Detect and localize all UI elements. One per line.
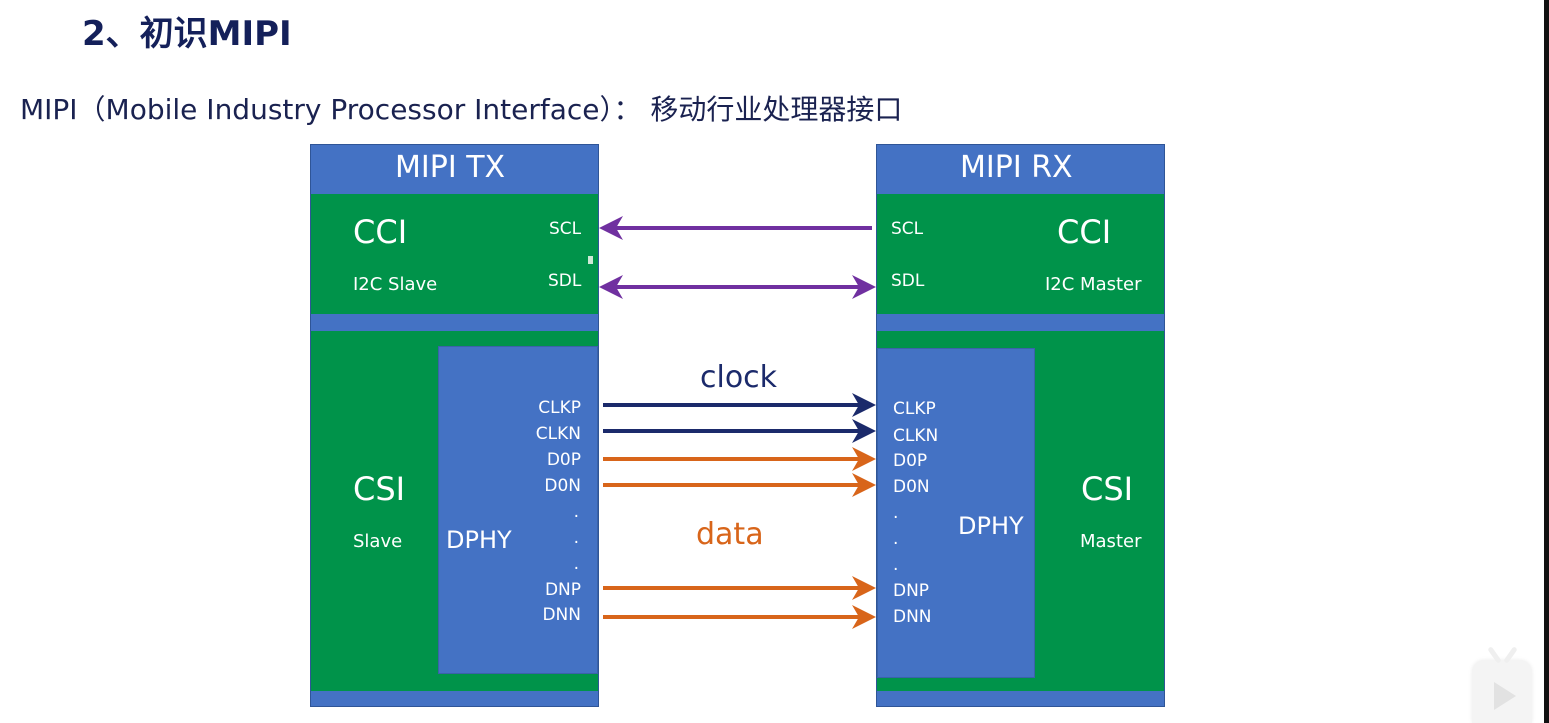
tx-pin-d0n: D0N [544,476,581,496]
tx-pin-clkp: CLKP [538,398,581,418]
rx-pin-d0n: D0N [893,477,930,497]
arrowhead-rx-clkp [852,393,876,417]
tx-csi-title: CSI [353,470,406,508]
tx-pin-dnn: DNN [542,605,581,625]
rx-pin-ellipsis-2: . [893,529,899,549]
tx-pin-clkn: CLKN [535,424,581,444]
rx-pin-dnp: DNP [893,581,930,601]
rx-cci-title: CCI [1057,213,1112,251]
tx-pin-ellipsis-1: . [573,502,579,522]
tx-dphy-title: DPHY [446,526,512,554]
mipi-tx-header: MIPI TX [395,150,506,185]
arrowhead-rx-clkn [852,419,876,443]
tx-csi-subtitle: Slave [353,531,403,552]
arrowhead-rx-dnp [852,576,876,600]
tx-cci-block [311,194,598,314]
arrowhead-rx-d0p [852,447,876,471]
rx-cci-subtitle: I2C Master [1045,274,1142,295]
mouse-cursor [588,256,593,264]
rx-csi-subtitle: Master [1080,531,1142,552]
rx-csi-title: CSI [1081,470,1134,508]
rx-pin-clkn: CLKN [893,426,939,446]
rx-pin-ellipsis-1: . [893,503,899,523]
rx-dphy-title: DPHY [958,512,1024,540]
window-edge [1544,0,1549,723]
tx-pin-d0p: D0P [546,450,581,470]
arrowhead-rx-dnn [852,605,876,629]
mipi-rx-header: MIPI RX [960,150,1073,185]
tx-pin-ellipsis-3: . [573,554,579,574]
rx-pin-scl: SCL [891,219,924,239]
data-label: data [696,517,764,552]
tx-pin-scl: SCL [549,219,582,239]
arrowhead-tx-scl [599,216,623,240]
arrowhead-rx-d0n [852,473,876,497]
tx-cci-title: CCI [353,213,408,251]
tx-pin-dnp: DNP [544,580,581,600]
slide-subtitle: MIPI（Mobile Industry Processor Interface… [20,93,903,126]
tx-pin-ellipsis-2: . [573,528,579,548]
rx-pin-sdl: SDL [891,271,925,291]
arrowhead-tx-sdl [599,275,623,299]
tx-dphy-block [438,346,598,674]
tx-cci-subtitle: I2C Slave [353,274,438,295]
rx-pin-ellipsis-3: . [893,555,899,575]
rx-pin-clkp: CLKP [893,399,936,419]
play-icon [1494,682,1516,710]
rx-dphy-block [877,348,1035,678]
tv-play-icon[interactable] [1472,646,1532,723]
tx-pin-sdl: SDL [548,271,582,291]
arrowhead-rx-sdl [852,275,876,299]
rx-cci-block [877,194,1164,314]
clock-label: clock [700,360,778,395]
rx-pin-d0p: D0P [893,451,928,471]
rx-pin-dnn: DNN [893,607,932,627]
slide-title: 2、初识MIPI [82,14,292,54]
